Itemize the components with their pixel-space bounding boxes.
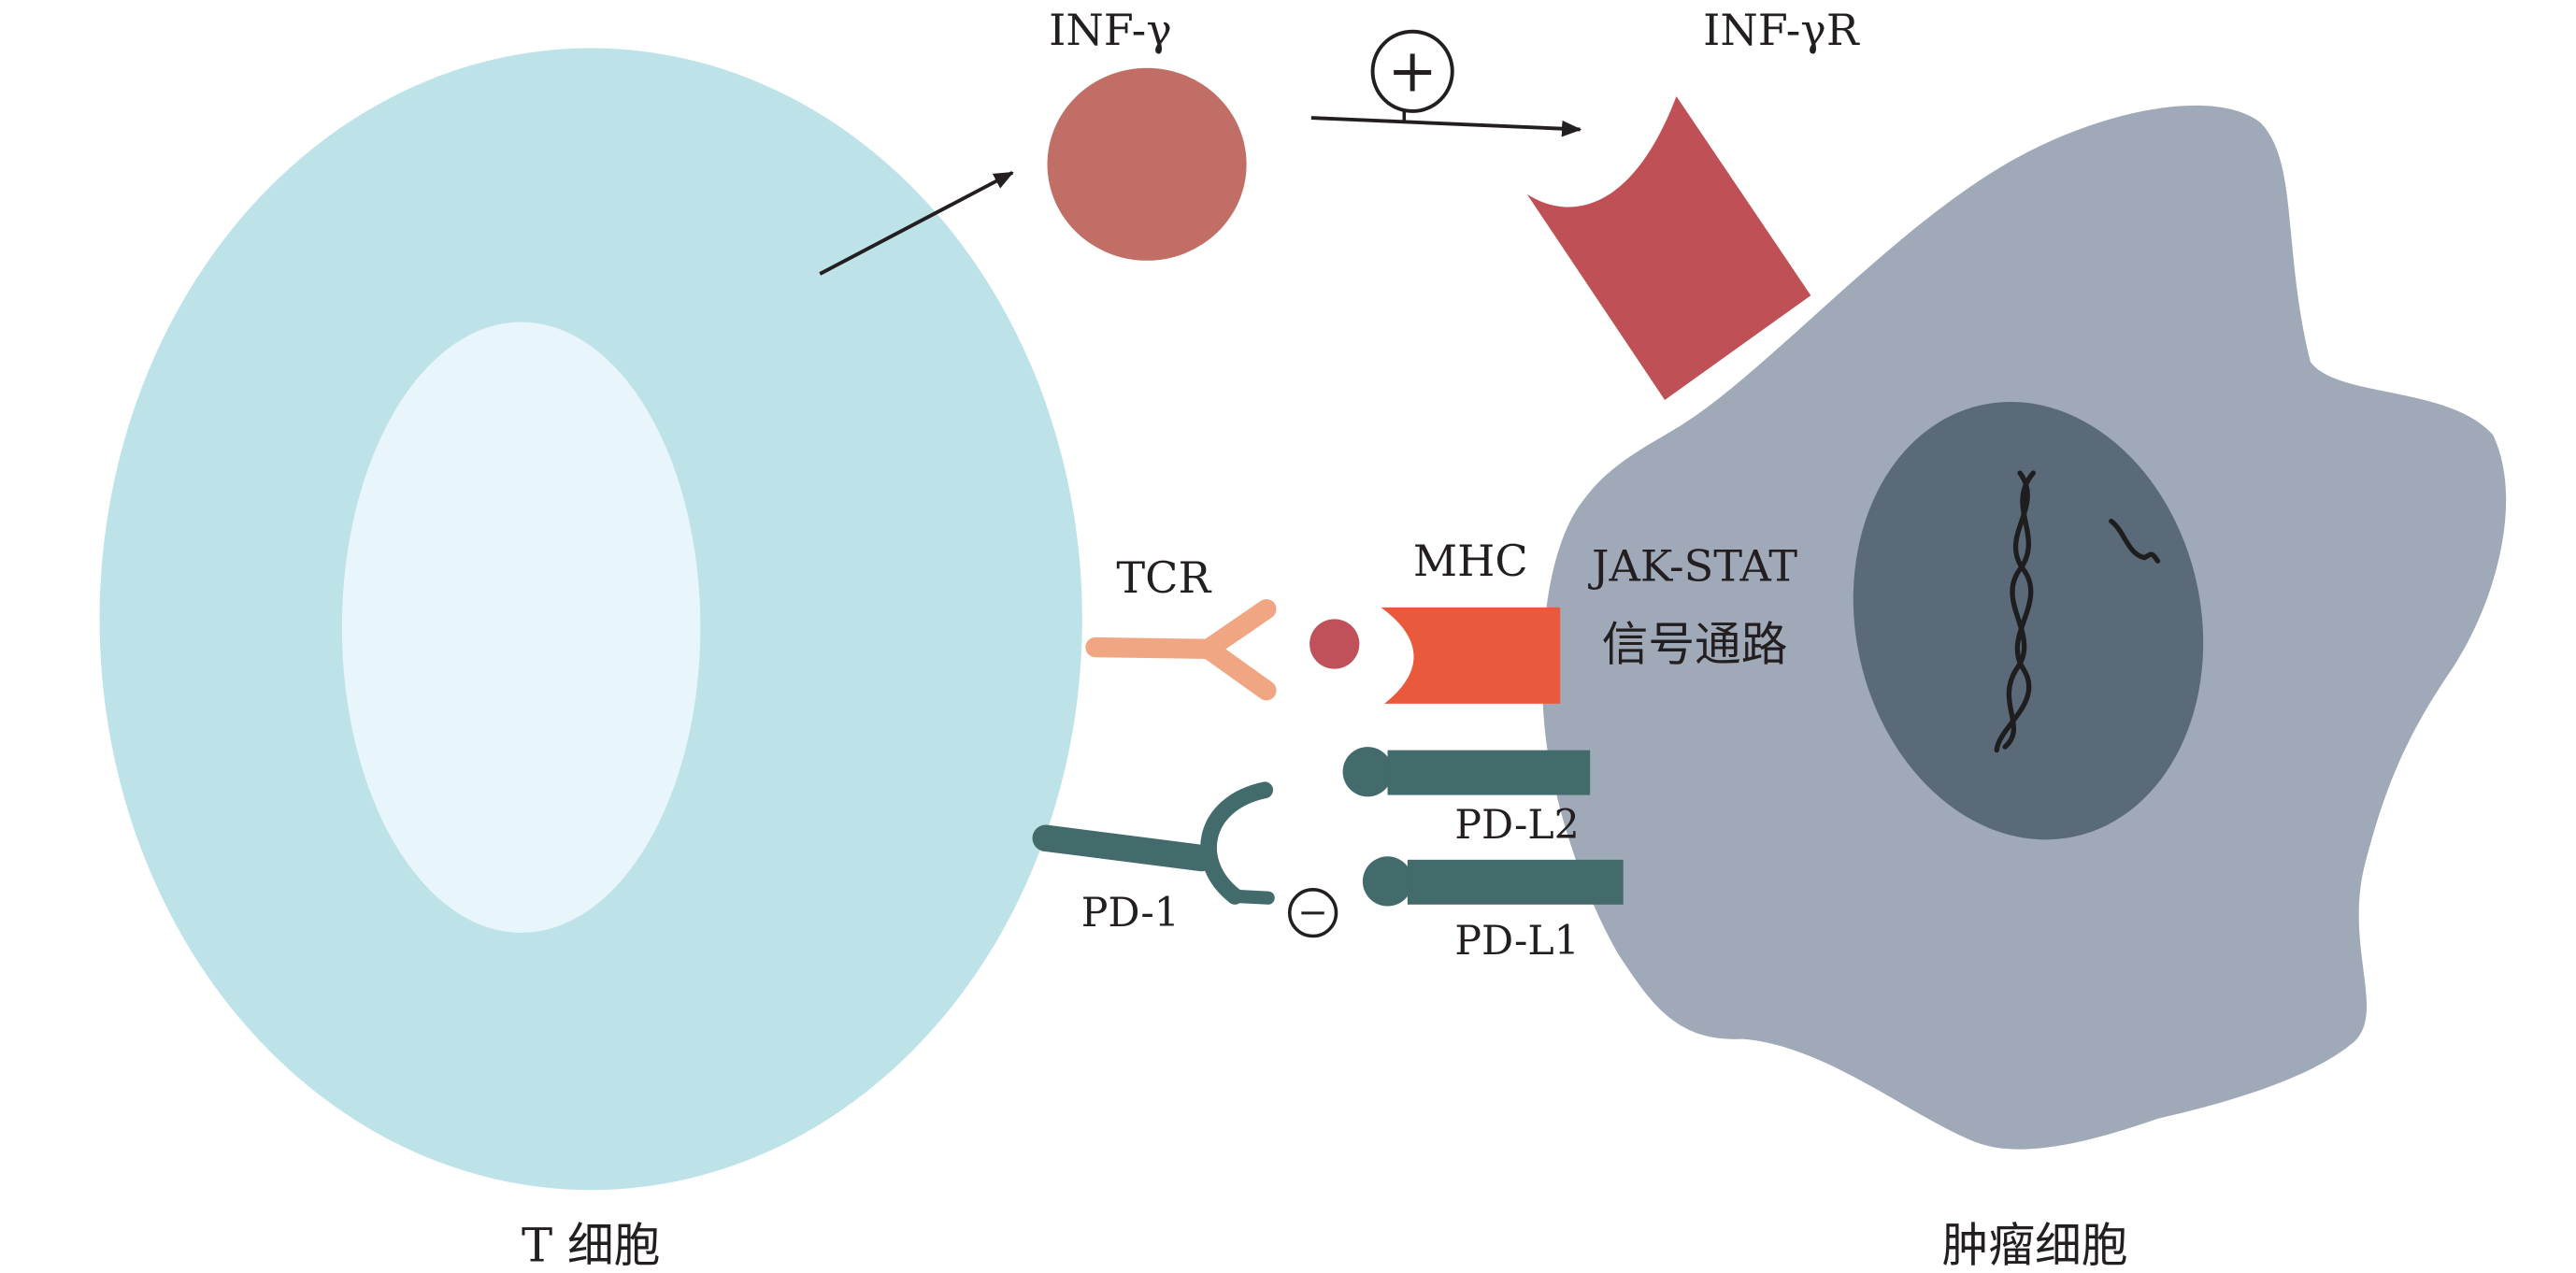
pd1-receptor-icon bbox=[1032, 781, 1275, 905]
tumor-cell-label: 肿瘤细胞 bbox=[1942, 1219, 2128, 1273]
minus-circle-icon bbox=[1288, 888, 1338, 938]
mhc-label: MHC bbox=[1413, 536, 1528, 586]
pd-l1-ligand bbox=[1362, 856, 1624, 907]
plus-circle-icon bbox=[1370, 29, 1454, 113]
plus-symbol: + bbox=[1387, 37, 1438, 107]
tumor-cell-nucleus bbox=[1853, 401, 2204, 840]
mhc-molecule bbox=[1381, 607, 1561, 704]
inf-gamma-label: INF-γ bbox=[1049, 5, 1172, 55]
secretion-arrow bbox=[819, 170, 1014, 276]
inf-gamma-molecule bbox=[1047, 67, 1247, 261]
pd-l1-label: PD-L1 bbox=[1454, 918, 1579, 965]
t-cell-label: T 细胞 bbox=[522, 1219, 660, 1273]
antigen-peptide bbox=[1309, 619, 1360, 669]
activation-arrow bbox=[1310, 116, 1582, 137]
jak-stat-label: JAK-STAT bbox=[1588, 541, 1797, 592]
dna-helix-icon bbox=[1994, 470, 2161, 753]
pd-1-label: PD-1 bbox=[1081, 890, 1180, 937]
signaling-pathway-label: 信号通路 bbox=[1602, 618, 1788, 672]
tcr-label: TCR bbox=[1116, 552, 1211, 603]
minus-symbol: − bbox=[1297, 892, 1328, 934]
inf-gamma-receptor-label: INF-γR bbox=[1703, 5, 1860, 55]
tcr-receptor-icon bbox=[1085, 599, 1277, 701]
pd-l2-label: PD-L2 bbox=[1454, 802, 1579, 849]
t-cell-nucleus bbox=[341, 322, 701, 933]
inf-gamma-receptor bbox=[1526, 95, 1811, 400]
pd-l2-ligand bbox=[1342, 747, 1591, 797]
